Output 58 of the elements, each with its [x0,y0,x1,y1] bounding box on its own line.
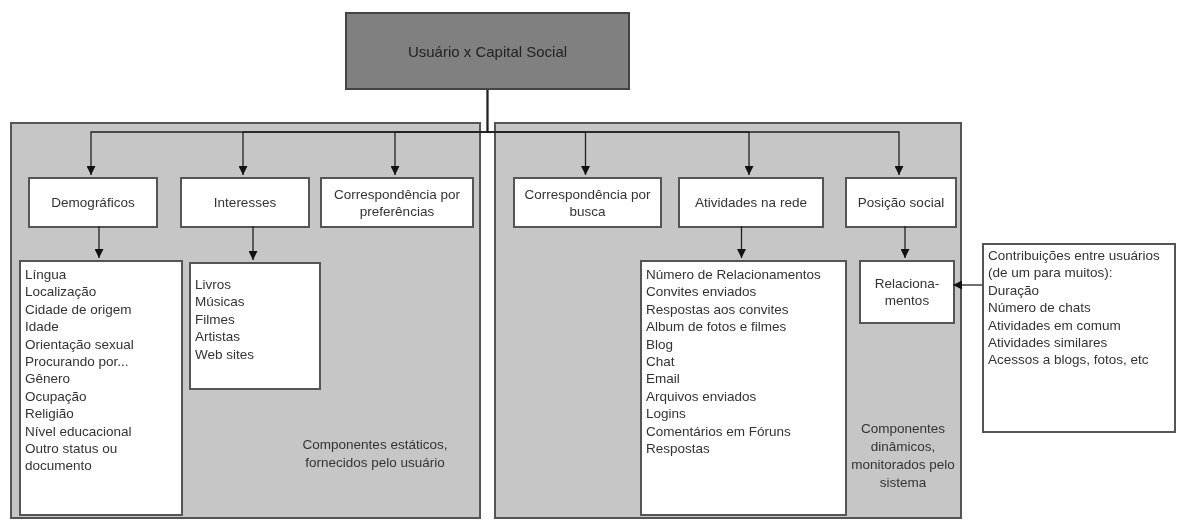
title-box [345,12,630,90]
list-item: Artistas [195,328,240,346]
list-item: Ocupação [25,387,87,406]
list-item: Número de chats [988,299,1091,317]
list-item: Arquivos enviados [646,387,757,406]
list-item: Respostas [646,440,710,458]
list-item: Língua [25,266,67,284]
category-box [845,177,957,228]
list-item: Acessos a blogs, fotos, etc [988,351,1149,369]
box-label: Correspondência por preferências [332,185,462,220]
list-item: Respostas aos convites [646,300,789,319]
list-item: Idade [25,318,59,336]
list-item: Convites enviados [646,283,757,301]
list-item: Web sites [195,345,255,364]
list-item: Livros [195,276,231,294]
panel-caption: Componentes estáticos, fornecidos pelo usuário [301,436,449,472]
box-label: Correspondência por busca [523,185,652,220]
list-item: Cidade de origem [25,300,132,319]
category-box [180,177,310,228]
category-box [28,177,158,228]
list-item: Gênero [25,370,71,388]
list-item: Blog [646,335,674,354]
box-label: Posição social [857,194,945,211]
list-item: Chat [646,353,675,371]
list-item: Músicas [195,293,245,311]
list-item: Logins [646,405,686,423]
list-item: Filmes [195,310,235,329]
list-item: Contribuições entre usuários (de um para muitos): [988,247,1161,282]
list-item: Comentários em Fóruns [646,422,791,441]
list-box [640,260,847,516]
box-label: Demográficos [51,194,135,211]
arrow [486,89,904,176]
panel-background [494,122,962,519]
title-text: Usuário x Capital Social [407,42,568,60]
box-label: Relaciona-mentos [873,275,941,309]
category-box [859,260,955,324]
list-item: Número de Relacionamentos [646,266,821,284]
list-item: Religião [25,405,74,423]
box-label: Atividades na rede [695,194,807,211]
box-label: Interesses [213,194,277,211]
list-item: Album de fotos e filmes [646,318,787,336]
list-item: Email [646,370,680,388]
panel-caption: Componentes dinâmicos, monitorados pelo sistema [850,420,956,492]
list-item: Orientação sexual [25,335,134,354]
category-box [678,177,824,228]
list-box [19,260,183,516]
list-item: Localização [25,283,97,301]
list-item: Outro status ou documento [25,440,119,475]
panel-background [10,122,481,519]
list-box [982,243,1176,433]
list-box [189,262,321,390]
list-item: Duração [988,281,1040,300]
list-item: Nível educacional [25,422,132,441]
category-box [513,177,662,228]
list-item: Procurando por... [25,353,129,371]
category-box [320,177,474,228]
list-item: Atividades em comum [988,316,1121,335]
list-item: Atividades similares [988,334,1108,352]
